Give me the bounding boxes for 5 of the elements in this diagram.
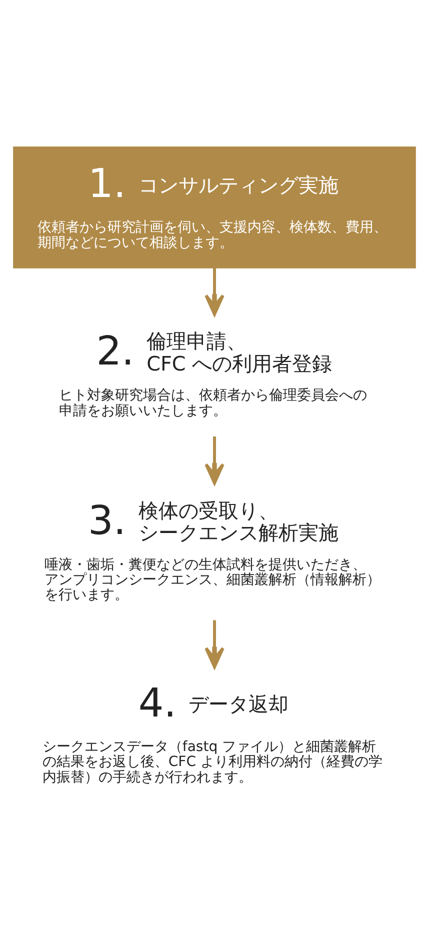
node-box: 1. コンサルティング実施 依頼者から研究計画を伺い、支援内容、検体数、費用、期間などについて相談します。	[12, 146, 416, 268]
arrow	[204, 620, 224, 668]
arrow	[204, 268, 224, 316]
arrow	[204, 436, 224, 485]
node-text: 4. データ返却 シークエンスデータ（fastq ファイル）と細菌叢解析の結果をお返し後、CFC より利用料の納付（経費の学内振替）の手続きが行われます。	[42, 680, 382, 786]
